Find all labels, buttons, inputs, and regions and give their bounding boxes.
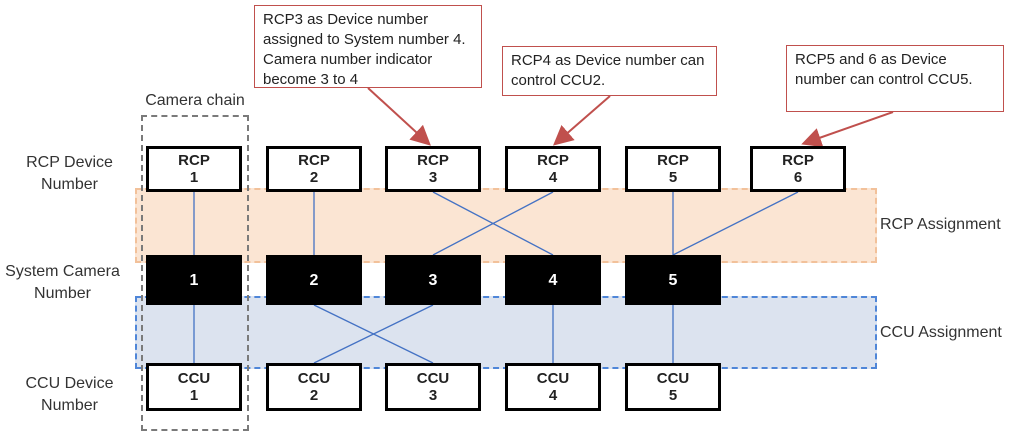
- ccu-box-number: 5: [668, 387, 678, 404]
- rcp-box-title: RCP: [782, 152, 814, 169]
- rcp-box-title: RCP: [657, 152, 689, 169]
- rcp-box-4: RCP 4: [505, 146, 601, 192]
- ccu-box-title: CCU: [656, 370, 690, 387]
- camera-box-4: 4: [505, 255, 601, 305]
- rcp-box-number: 5: [668, 169, 678, 186]
- ccu-assignment-label: CCU Assignment: [880, 324, 1002, 341]
- callout-arrow-1: [367, 87, 431, 146]
- ccu-assignment-band: [135, 296, 877, 369]
- rcp-box-number: 1: [189, 169, 199, 186]
- camera-box-2: 2: [266, 255, 362, 305]
- callout-arrow-2: [552, 95, 611, 146]
- callout-rcp4: RCP4 as Device number can control CCU2.: [502, 46, 717, 96]
- rcp-box-title: RCP: [298, 152, 330, 169]
- rcp-box-title: RCP: [417, 152, 449, 169]
- rcp-assignment-label: RCP Assignment: [880, 216, 1001, 233]
- ccu-box-number: 3: [428, 387, 438, 404]
- link-rcp6-cam5: [672, 191, 799, 256]
- rcp-box-6: RCP 6: [750, 146, 846, 192]
- rcp-box-1: RCP 1: [146, 146, 242, 192]
- ccu-box-number: 1: [189, 387, 199, 404]
- rcp-box-5: RCP 5: [625, 146, 721, 192]
- camera-chain-label: Camera chain: [145, 92, 245, 109]
- ccu-box-1: CCU 1: [146, 363, 242, 411]
- ccu-device-number-label: CCU Device Number: [25, 375, 114, 414]
- link-rcp4-cam3: [432, 191, 554, 256]
- rcp-box-title: RCP: [178, 152, 210, 169]
- rcp-box-title: RCP: [537, 152, 569, 169]
- camera-box-5: 5: [625, 255, 721, 305]
- rcp-box-3: RCP 3: [385, 146, 481, 192]
- rcp-box-number: 2: [309, 169, 319, 186]
- ccu-box-title: CCU: [297, 370, 331, 387]
- rcp-box-number: 6: [793, 169, 803, 186]
- rcp-device-number-label: RCP Device Number: [26, 154, 113, 193]
- ccu-box-title: CCU: [536, 370, 570, 387]
- rcp-box-number: 4: [548, 169, 558, 186]
- ccu-box-number: 4: [548, 387, 558, 404]
- rcp-box-number: 3: [428, 169, 438, 186]
- callout-arrow-3: [801, 111, 894, 148]
- ccu-box-5: CCU 5: [625, 363, 721, 411]
- link-cam3-ccu2: [313, 304, 434, 364]
- ccu-box-number: 2: [309, 387, 319, 404]
- ccu-box-3: CCU 3: [385, 363, 481, 411]
- rcp-box-2: RCP 2: [266, 146, 362, 192]
- ccu-box-title: CCU: [177, 370, 211, 387]
- callout-rcp3: RCP3 as Device number assigned to System…: [254, 5, 482, 88]
- camera-box-3: 3: [385, 255, 481, 305]
- camera-chain-outline: [141, 115, 249, 431]
- system-camera-number-label: System Camera Number: [5, 263, 120, 302]
- callout-rcp5-6: RCP5 and 6 as Device number can control …: [786, 45, 1004, 112]
- ccu-box-4: CCU 4: [505, 363, 601, 411]
- ccu-box-2: CCU 2: [266, 363, 362, 411]
- ccu-box-title: CCU: [416, 370, 450, 387]
- camera-box-1: 1: [146, 255, 242, 305]
